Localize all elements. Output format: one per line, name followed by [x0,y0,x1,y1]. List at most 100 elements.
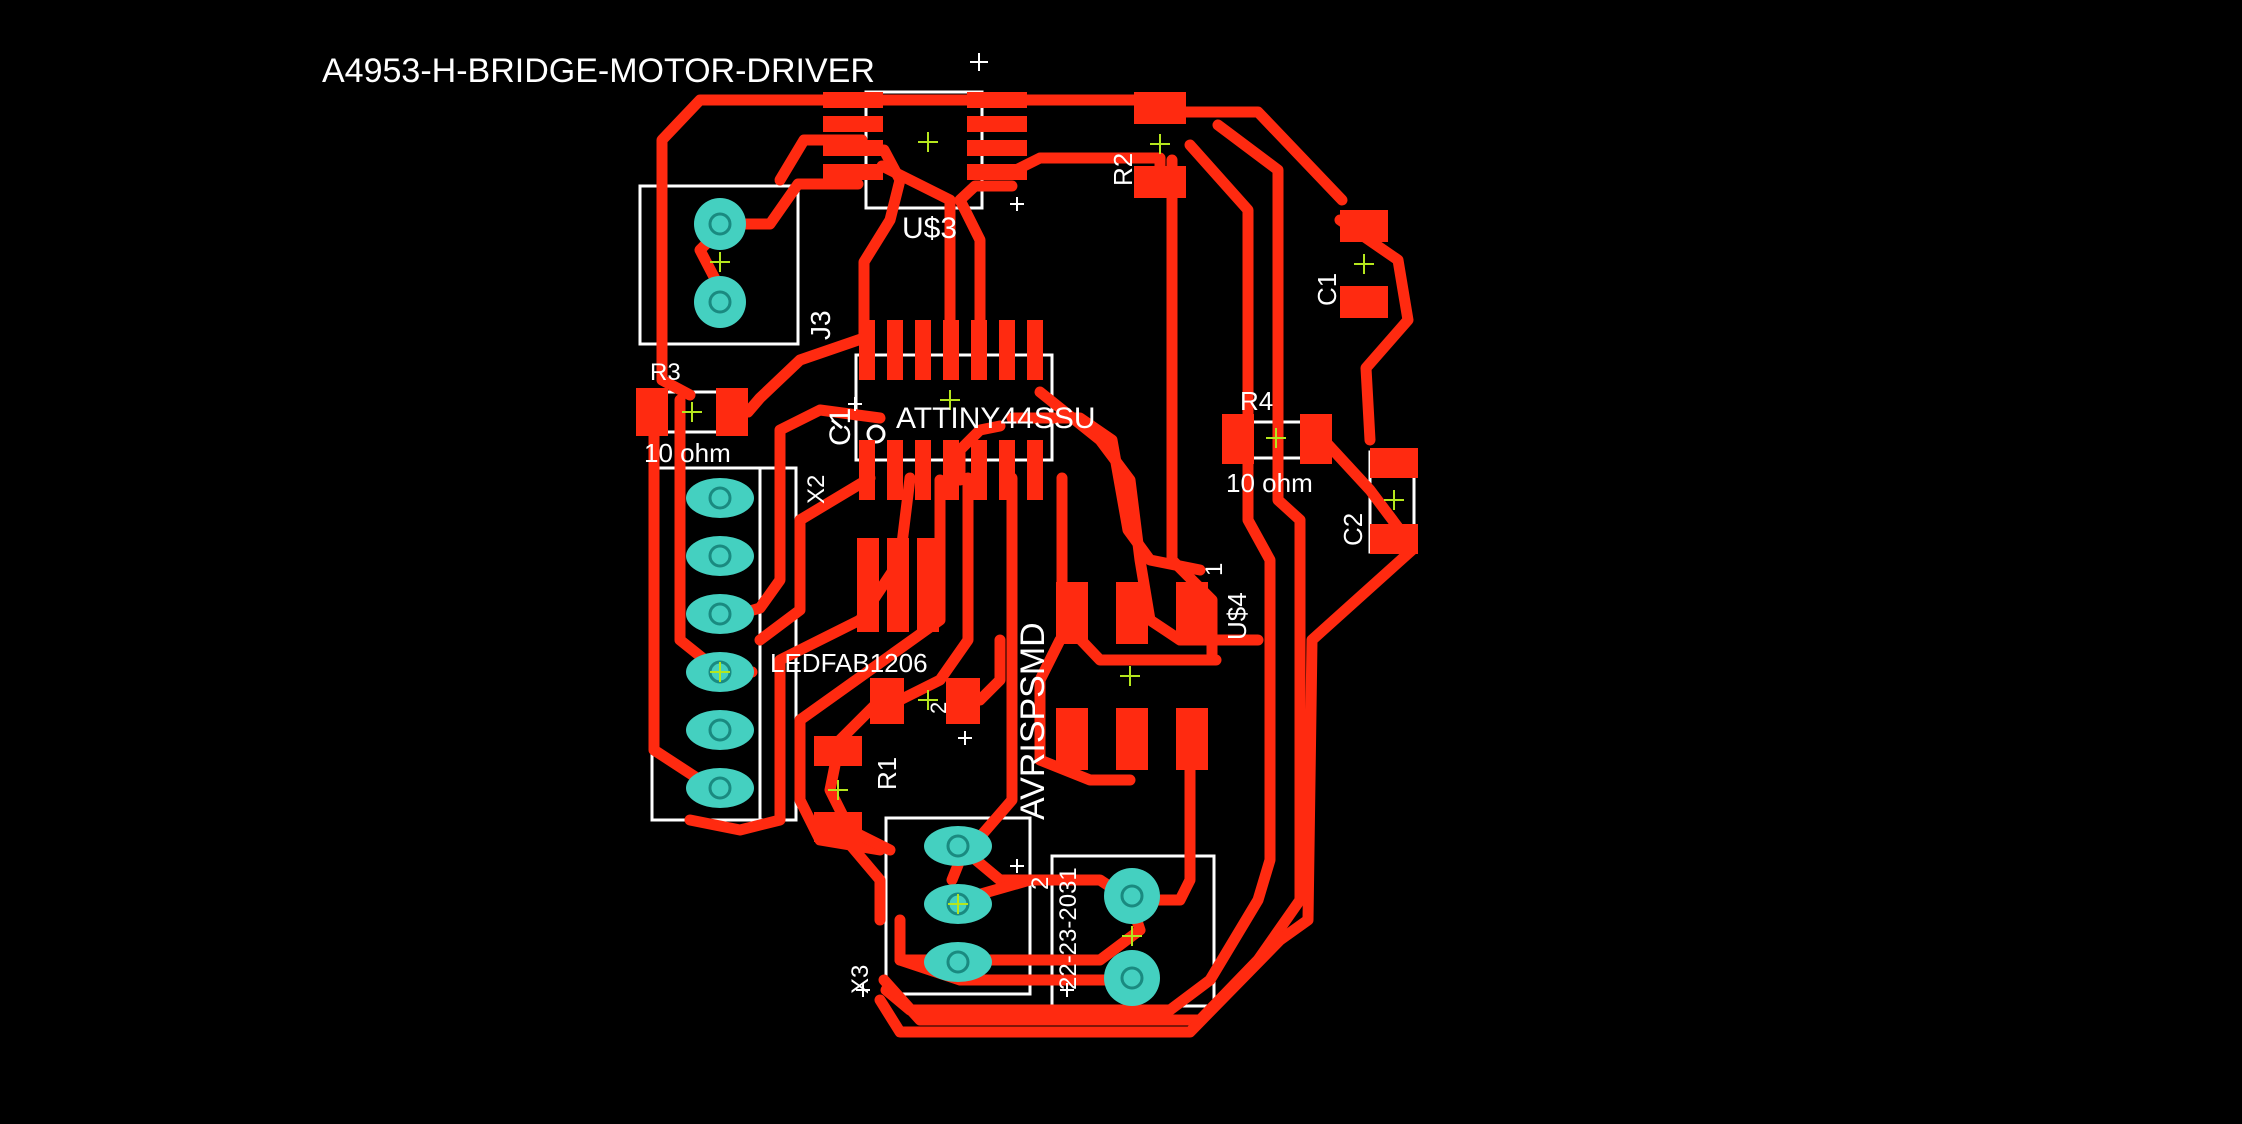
u3-pad [823,140,883,156]
smd-pads [636,92,1418,842]
trace-attiny-mid [1006,412,1206,576]
label-j3: J3 [805,310,836,340]
attiny-pad [859,440,875,500]
attiny-pad [887,440,903,500]
led-pad [870,678,904,724]
label-x2: X2 [803,475,830,504]
u3-pad [967,140,1027,156]
u3-pad [823,164,883,180]
c1-pad [1340,210,1388,242]
trace-attiny-mid2 [954,420,1006,486]
trace-r1-bottom [830,822,886,926]
j3-pad [694,198,746,250]
label-led: LEDFAB1206 [770,648,928,678]
avrisp-pad [1116,708,1148,770]
label-attiny: ATTINY44SSU [896,402,1096,435]
trace-c1-loop [1334,214,1414,446]
label-connector-2: 2 [1027,877,1054,890]
attiny-pad [1027,440,1043,500]
label-r3: R3 [650,359,681,386]
x2-pad [686,768,754,808]
label-r4: R4 [1240,386,1273,416]
r3-pad [716,388,748,436]
avrisp-pad [1056,708,1088,770]
label-r2: R2 [1108,153,1138,186]
board-title: A4953-H-BRIDGE-MOTOR-DRIVER [322,52,875,90]
x2-pad [686,710,754,750]
c-attiny-pad [857,538,879,632]
label-r4-value: 10 ohm [1226,468,1313,498]
attiny-pad [915,440,931,500]
label-pin1: 1 [1201,563,1228,576]
attiny-pad [943,320,959,380]
attiny-pad [859,320,875,380]
attiny-pad [1027,320,1043,380]
avrisp-pad [1116,582,1148,644]
label-c2: C2 [1338,513,1368,546]
x3-pad [924,942,992,982]
c1-attiny-outline [831,418,843,430]
trace-u3-down2 [876,160,956,336]
c-attiny-pad [917,538,939,632]
c1-pad [1340,286,1388,318]
trace-u4-down [1056,472,1222,666]
trace-led-right [974,634,1006,706]
trace-right-d [874,544,1418,1038]
label-connector-part: 22-23-2031 [1055,867,1082,990]
x2-pad [686,478,754,518]
r2-pad [1134,166,1186,198]
label-r1: R1 [872,757,902,790]
trace-attiny-r3 [742,332,870,418]
r1-pad [814,812,862,842]
x2-pad [686,536,754,576]
label-avrisp: AVRISPSMD [1014,622,1052,820]
trace-attiny-b1 [754,472,876,646]
label-u4: U$4 [1222,592,1252,640]
attiny-pad [943,440,959,500]
attiny-pad [999,320,1015,380]
attiny-pad [887,320,903,380]
j3-outline [638,184,800,346]
x2-pad [686,594,754,634]
attiny-pad [915,320,931,380]
label-c1-attiny: C1 [824,408,857,446]
through-hole-pads [686,198,1160,1006]
trace-u4-conn [1034,634,1136,786]
trace-right-c [878,119,1306,1026]
r4-pad [1300,414,1332,464]
x3-outline [884,816,1032,996]
u3-pad [823,92,883,108]
x1-pad [1104,950,1160,1006]
label-c1: C1 [1312,273,1342,306]
label-r3-value: 10 ohm [644,438,731,468]
trace-u3-j3 [720,178,864,230]
r2-pad [1134,92,1186,124]
r3-pad [636,388,668,436]
c-attiny-pad [887,538,909,632]
label-pin2: 2 [926,702,951,714]
trace-r4-c2 [1316,432,1406,536]
r1-pad [814,736,862,766]
origin-crosses [682,132,1404,946]
copper-traces [648,94,1418,1038]
u3-pad [823,116,883,132]
u3-pad [967,92,1027,108]
x1-pad [1104,868,1160,924]
avrisp-pad [1056,582,1088,644]
label-u3: U$3 [902,212,957,245]
led-pad [946,678,980,724]
c2-pad [1370,448,1418,478]
j3-pad [694,276,746,328]
label-x3: X3 [847,965,874,994]
r4-pad [1222,414,1254,464]
trace-top-loop [656,94,1166,401]
x3-pad [924,826,992,866]
trace-u3-right2 [954,180,1018,344]
avrisp-pad [1176,708,1208,770]
attiny-pad [971,320,987,380]
attiny-pad [971,440,987,500]
trace-attiny-b4 [894,472,974,706]
trace-attiny-x2 [720,404,886,624]
c2-pad [1370,524,1418,554]
trace-x3-conn [946,472,1018,886]
